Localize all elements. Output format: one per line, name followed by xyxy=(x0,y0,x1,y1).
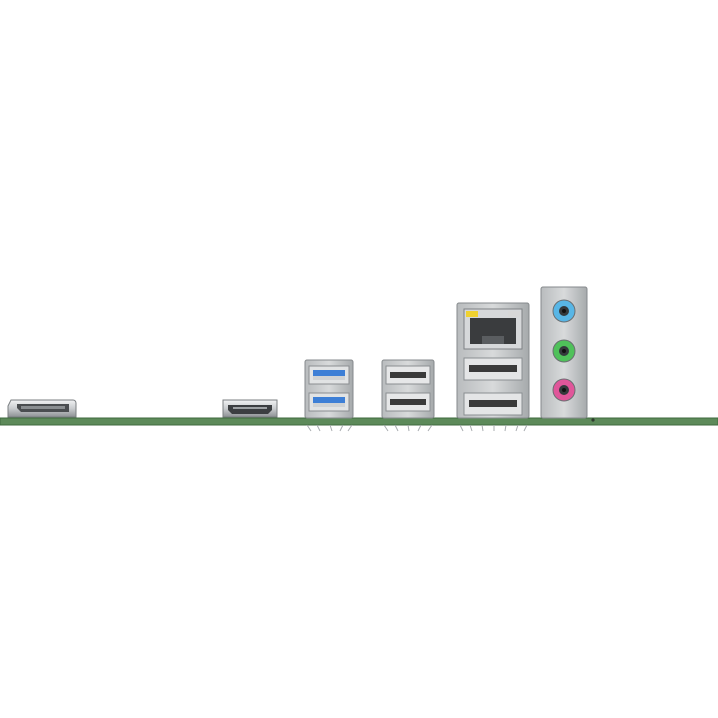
usb3-icon xyxy=(313,397,345,403)
usb3-stack xyxy=(304,359,354,432)
usb2-port-top xyxy=(385,365,431,385)
usb2-icon xyxy=(390,399,426,405)
usb2-icon xyxy=(469,400,517,407)
usb3-port-top xyxy=(308,365,350,385)
lan-led-left xyxy=(466,311,478,317)
pcb-edge xyxy=(0,417,718,426)
lan-usb-stack xyxy=(456,302,530,432)
hdmi-connector xyxy=(222,399,278,418)
usb2-port-bottom xyxy=(385,392,431,412)
usb3-icon xyxy=(313,370,345,376)
rj45-port xyxy=(463,308,523,350)
audio-jack-line-out xyxy=(552,339,576,363)
usb2-icon xyxy=(390,372,426,378)
usb2-icon xyxy=(469,365,517,372)
audio-jacks xyxy=(540,286,595,422)
usb3-port-bottom xyxy=(308,392,350,412)
lan-usb-port-top xyxy=(463,357,523,381)
lan-usb-port-bottom xyxy=(463,392,523,416)
displayport-connector xyxy=(7,399,77,418)
usb2-stack xyxy=(381,359,435,432)
lan-led-right xyxy=(508,311,520,317)
audio-jack-mic xyxy=(552,378,576,402)
audio-jack-line-in xyxy=(552,299,576,323)
